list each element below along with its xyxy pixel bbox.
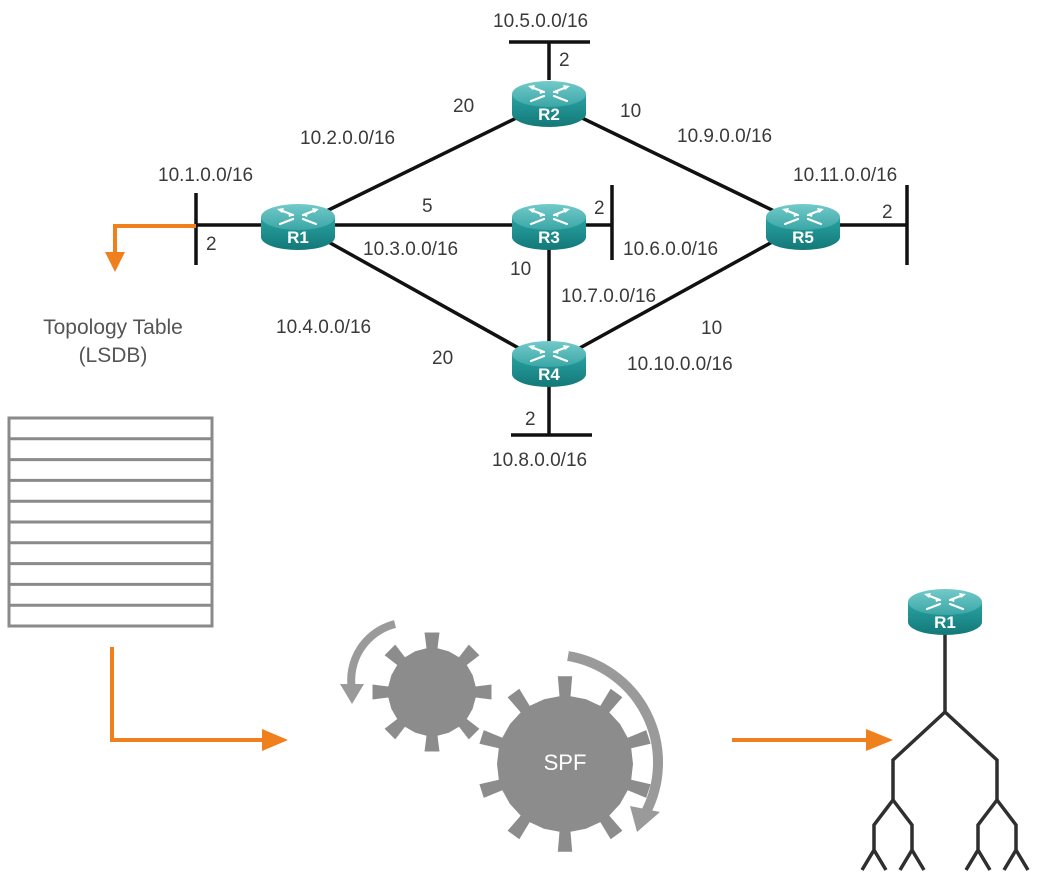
network-labels: 10.1.0.0/16 10.2.0.0/16 10.3.0.0/16 10.4…: [158, 11, 897, 471]
cost-labels: 2 2 2 2 2 20 5 20 10 10 10: [206, 50, 893, 430]
cost-r4-r5: 10: [701, 318, 722, 339]
network-label-10-9: 10.9.0.0/16: [677, 126, 772, 147]
network-label-10-3: 10.3.0.0/16: [363, 239, 458, 260]
cost-r3-lan: 2: [594, 198, 605, 219]
cost-r1-r3: 5: [422, 196, 433, 217]
cost-r2-r5: 10: [620, 101, 641, 122]
topology-table-title: Topology Table: [43, 316, 183, 339]
topology-table-subtitle: (LSDB): [79, 344, 148, 367]
router-r2: R2: [510, 79, 588, 129]
tree-branch-right: [943, 710, 999, 800]
spf-to-tree-arrow: [732, 729, 893, 751]
router-r1: R1: [259, 202, 337, 252]
cost-r5-lan: 2: [882, 202, 893, 223]
cost-r2-lan: 2: [559, 50, 570, 71]
link-r2-r5: [547, 100, 805, 227]
rotate-arrow-small-head: [340, 684, 364, 704]
topology-table: [7, 416, 214, 628]
lan-segments: [194, 40, 909, 437]
network-label-10-4: 10.4.0.0/16: [276, 317, 371, 338]
table-to-spf-arrow: [110, 647, 288, 751]
router-r1-tree-root: R1: [906, 587, 984, 637]
link-r1-r2: [296, 100, 551, 227]
network-label-10-6: 10.6.0.0/16: [623, 239, 718, 260]
network-label-10-2: 10.2.0.0/16: [300, 128, 395, 149]
rotate-arrow-small-icon: [347, 620, 397, 691]
network-label-10-11: 10.11.0.0/16: [793, 165, 897, 186]
router-r1-label: R1: [287, 228, 309, 247]
cost-r1-r4: 20: [432, 348, 453, 369]
tree-branch-left: [891, 710, 947, 800]
small-gear-icon: [372, 632, 492, 752]
cost-r1-lan: 2: [206, 234, 217, 255]
router-r2-label: R2: [538, 105, 560, 124]
tree-root-label: R1: [934, 613, 956, 632]
link-r4-r5: [547, 223, 805, 367]
router-r4: R4: [510, 339, 588, 389]
spf-tree: [860, 625, 1030, 871]
rotate-arrow-large-head: [630, 806, 660, 832]
tree-leaf-left: [860, 798, 926, 871]
router-r3-label: R3: [538, 228, 560, 247]
spf-label: SPF: [544, 750, 587, 775]
link-r1-r4: [296, 223, 551, 367]
cost-r4-lan: 2: [525, 409, 536, 430]
rotate-arrow-large-icon: [567, 651, 664, 815]
network-label-10-8: 10.8.0.0/16: [492, 450, 587, 471]
router-r5: R5: [764, 202, 842, 252]
network-label-10-10: 10.10.0.0/16: [627, 354, 733, 375]
tree-leaf-right: [964, 798, 1030, 871]
spf-gears: SPF: [340, 620, 664, 852]
router-r3: R3: [510, 202, 588, 252]
cost-r3-r4: 10: [510, 259, 531, 280]
network-label-10-5: 10.5.0.0/16: [493, 11, 588, 32]
router-r5-label: R5: [792, 228, 814, 247]
network-links: [296, 100, 805, 367]
lsdb-arrow: [105, 224, 196, 272]
cost-r1-r2: 20: [453, 96, 474, 117]
router-r4-label: R4: [538, 365, 560, 384]
network-label-10-7: 10.7.0.0/16: [561, 286, 656, 307]
network-label-10-1: 10.1.0.0/16: [158, 165, 253, 186]
large-gear-icon: [479, 676, 651, 852]
